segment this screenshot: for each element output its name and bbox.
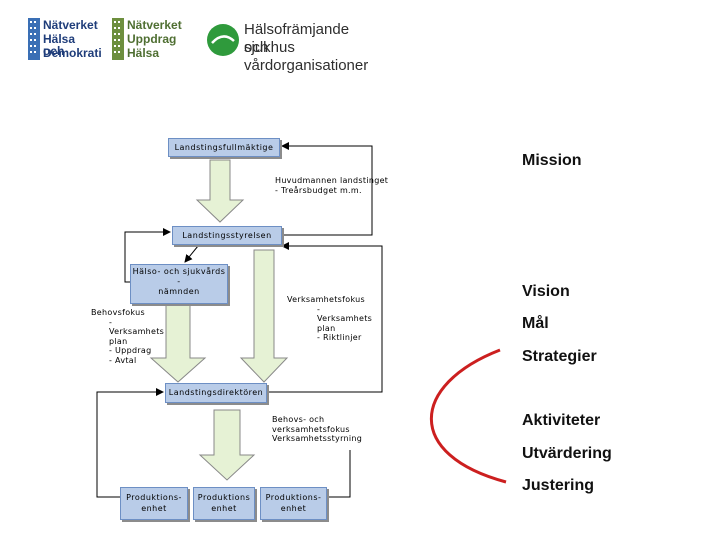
flow-arrow-fullmaktige-styrelsen <box>195 159 245 223</box>
flow-arrow-styrelsen-direktoren <box>239 249 289 383</box>
feedback-loop-bottom-right <box>327 450 351 498</box>
verksamhetsfokus-line3: Verksamhets <box>317 314 373 323</box>
produktion2-line1: Produktions <box>197 493 251 502</box>
behovsfokus-line6: - Avtal <box>109 355 137 365</box>
behovs-och-line1: Behovs- och <box>272 415 325 424</box>
behovsfokus-line1: Behovsfokus <box>91 308 145 317</box>
flow-arrow-direktoren-produktion <box>198 409 256 481</box>
behovsfokus-line2: - <box>109 317 113 327</box>
note-verksamhetsfokus: Verksamhetsfokus - Verksamhets plan - Ri… <box>287 295 372 343</box>
label-mal: Mål <box>522 315 549 332</box>
box-produktionsenhet-3: Produktions- enhet <box>260 487 327 520</box>
arrow-styrelsen-namnden <box>184 245 199 263</box>
namnden-line3: nämnden <box>158 287 200 296</box>
behovsfokus-line4: plan <box>109 336 128 346</box>
produktion2-line2: enhet <box>211 504 237 513</box>
box-produktionsenhet-1: Produktions- enhet <box>120 487 188 520</box>
feedback-loop-top <box>281 142 373 236</box>
box-landstingsstyrelsen: Landstingsstyrelsen <box>172 226 282 245</box>
produktion1-line1: Produktions- <box>126 493 182 502</box>
logo1-line2: Hälsa och <box>43 32 76 58</box>
behovsfokus-line5: - Uppdrag <box>109 346 152 355</box>
red-curve <box>430 348 507 484</box>
verksamhetsfokus-line5: - Riktlinjer <box>317 333 362 342</box>
note-behovsfokus: Behovsfokus - Verksamhets plan - Uppdrag… <box>91 308 164 365</box>
behovs-och-line2: verksamhetsfokus <box>272 424 350 434</box>
namnden-line1: Hälso- och sjukvårds <box>132 267 226 276</box>
label-vision: Vision <box>522 283 570 300</box>
label-aktiviteter: Aktiviteter <box>522 412 601 429</box>
note-behovs-och-verksamhetsfokus: Behovs- och verksamhetsfokus Verksamhets… <box>272 415 362 444</box>
label-utvardering: Utvärdering <box>522 445 612 462</box>
flow-arrow-namnden-direktoren <box>149 301 207 383</box>
verksamhetsfokus-line2: - <box>317 304 321 314</box>
label-justering: Justering <box>522 477 595 494</box>
box-landstingsfullmaktige: Landstingsfullmäktige <box>168 138 280 157</box>
produktion3-line2: enhet <box>280 504 307 513</box>
namnden-line2: - <box>177 277 181 286</box>
box-halso-sjukvardsnamnden: Hälso- och sjukvårds - nämnden <box>130 264 228 304</box>
feedback-loop-left <box>124 228 171 283</box>
feedback-loop-bottom-left <box>96 388 164 498</box>
verksamhetsfokus-line1: Verksamhetsfokus <box>287 295 365 304</box>
logo-mark-icon <box>112 18 124 60</box>
logo-halsoframjande-sjukhus: Hälsofrämjande sjukhus och vårdorganisat… <box>206 20 396 74</box>
label-strategier: Strategier <box>522 348 597 365</box>
note-huvudmannen-line1: Huvudmannen landstinget <box>275 176 389 185</box>
verksamhetsfokus-line4: plan <box>317 323 336 333</box>
note-huvudmannen: Huvudmannen landstinget - Treårsbudget m… <box>275 176 388 195</box>
logo1-line1: Nätverket <box>43 18 98 32</box>
logo-natverket-uppdrag-halsa: Nätverket Uppdrag Hälsa <box>112 18 182 62</box>
produktion1-line2: enhet <box>141 504 167 513</box>
logo3-line2: och vårdorganisationer <box>244 39 369 74</box>
note-huvudmannen-line2: - Treårsbudget m.m. <box>275 185 362 195</box>
feedback-loop-right <box>265 242 383 393</box>
box-produktionsenhet-2: Produktions enhet <box>193 487 255 520</box>
behovs-och-line3: Verksamhetsstyrning <box>272 434 363 443</box>
logo-mark-icon <box>28 18 40 60</box>
logo2-line2: Uppdrag <box>127 32 177 46</box>
logo3-line1: Hälsofrämjande sjukhus <box>244 21 350 56</box>
green-circle-icon <box>207 24 239 56</box>
logo2-line3: Hälsa <box>127 46 160 60</box>
behovsfokus-line3: Verksamhets <box>109 327 165 336</box>
produktion3-line1: Produktions- <box>265 493 322 502</box>
label-mission: Mission <box>522 152 582 169</box>
logo-natverket-halsa-demokrati: Nätverket Hälsa och Demokrati <box>28 18 102 62</box>
logo2-line1: Nätverket <box>127 18 182 32</box>
box-landstingsdirektoren: Landstingsdirektören <box>165 383 267 403</box>
logo1-line3: Demokrati <box>43 46 102 60</box>
